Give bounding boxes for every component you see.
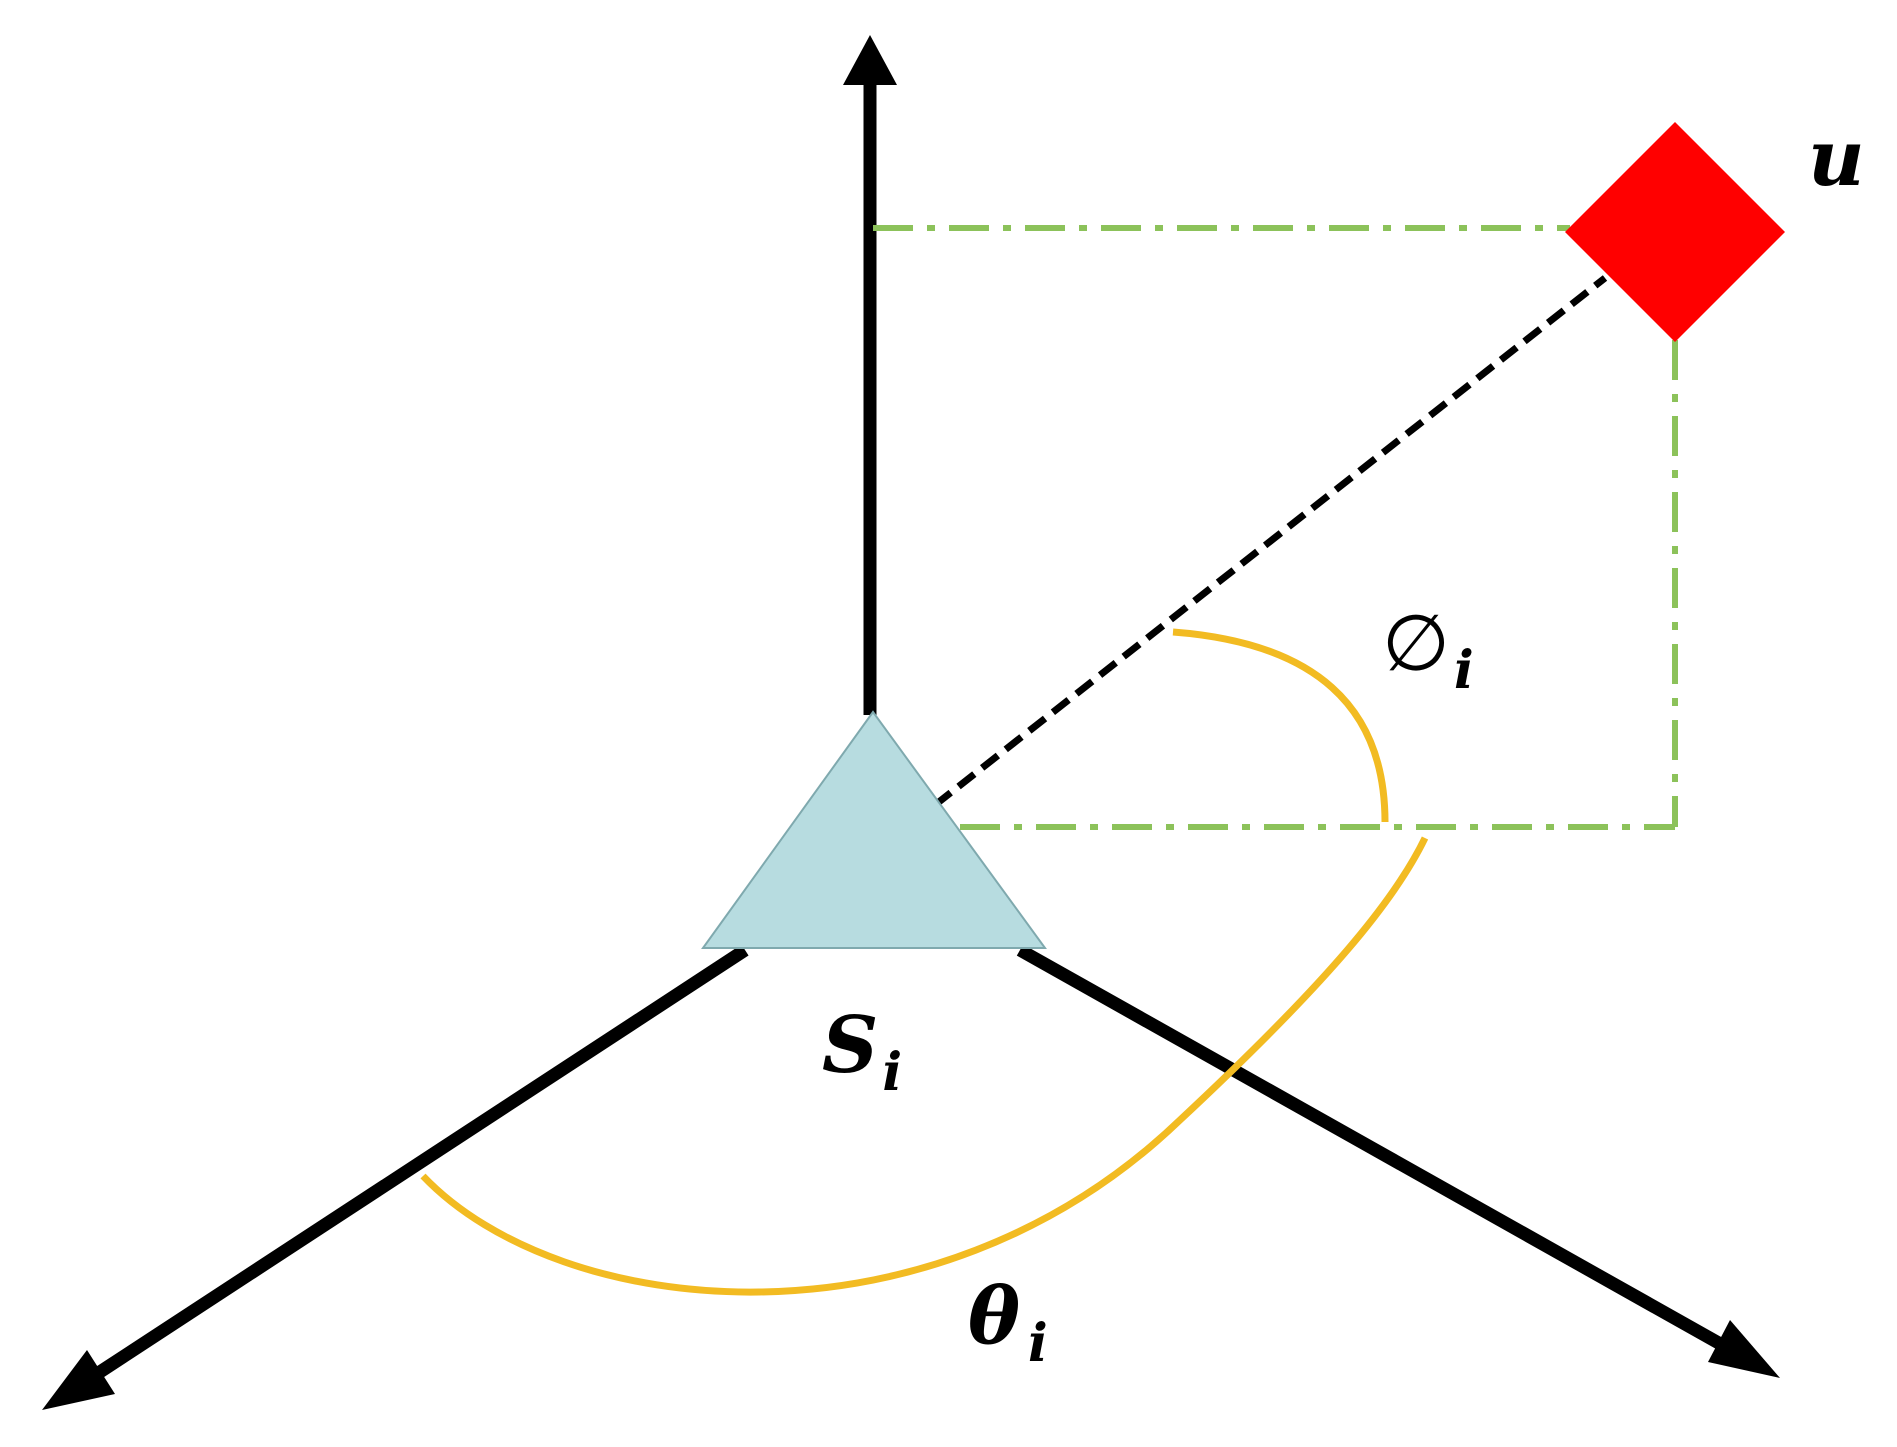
sensor-marker [701, 710, 1047, 949]
elevation-angle-arc [1172, 628, 1389, 823]
azimuth-angle-sub: i [1028, 1313, 1048, 1374]
azimuth-angle-main: θ [968, 1271, 1020, 1362]
left-axis [76, 944, 749, 1391]
sensor-label: Si [822, 1000, 902, 1103]
sensor-label-main: S [822, 1000, 878, 1091]
target-marker [1565, 122, 1785, 342]
elevation-angle-sub: i [1454, 640, 1474, 701]
right-axis-arrowhead [1708, 1320, 1780, 1378]
left-axis-arrowhead [42, 1350, 115, 1410]
elevation-angle-main: ∅ [1382, 599, 1450, 689]
azimuth-angle-arc [420, 836, 1429, 1296]
line-of-sight [932, 275, 1608, 808]
vertical-axis-arrowhead [843, 35, 897, 85]
target-label: u [1808, 113, 1865, 204]
right-axis [1016, 944, 1744, 1361]
sensor-label-sub: i [882, 1042, 902, 1103]
elevation-angle-label: ∅i [1382, 599, 1474, 701]
